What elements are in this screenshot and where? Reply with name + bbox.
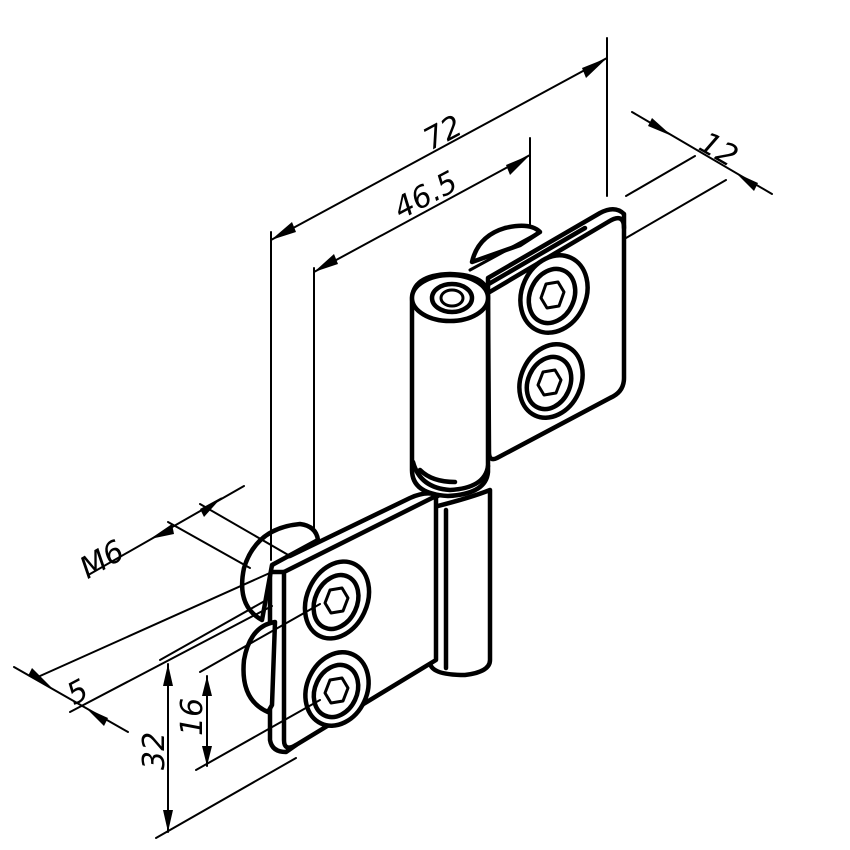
dim-72-label: 72	[418, 109, 468, 158]
upper-screw-bottom	[517, 342, 585, 420]
lower-leaf	[239, 487, 493, 755]
lower-screw-top	[302, 559, 372, 641]
dim-5-label: 5	[61, 673, 94, 713]
dim-32-label: 32	[137, 732, 172, 770]
upper-screw-top	[518, 253, 590, 335]
dim-12-label: 12	[693, 125, 744, 174]
dim-16-label: 16	[175, 698, 210, 736]
dim-46-5-label: 46.5	[388, 165, 463, 227]
dimension-lines	[13, 37, 773, 839]
dim-m6-label: M6	[74, 534, 130, 587]
hinge-knuckle	[409, 271, 491, 499]
lower-screw-bottom	[303, 650, 371, 728]
